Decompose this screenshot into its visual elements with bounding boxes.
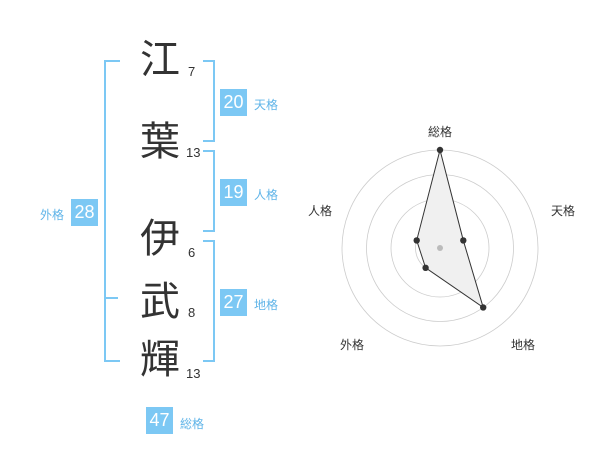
radar-label-jinkaku: 人格 (308, 204, 333, 218)
name-char-4: 武 (140, 279, 180, 325)
jinkaku-label: 人格 (254, 188, 279, 202)
name-char-1: 江 (140, 37, 180, 83)
name-char-5: 輝 (140, 337, 180, 383)
radar-point-4 (422, 264, 429, 272)
stroke-count-1: 7 (188, 64, 196, 79)
jinkaku-bracket (203, 150, 215, 232)
stroke-count-4: 8 (188, 305, 196, 320)
radar-points (413, 146, 487, 311)
chikaku-label: 地格 (254, 298, 279, 312)
radar-polygon (416, 149, 485, 309)
gaikaku-bracket-mid (104, 297, 118, 299)
radar-point-1 (436, 146, 444, 154)
radar-point-2 (460, 237, 467, 244)
gaikaku-label: 外格 (40, 208, 65, 222)
radar-label-chikaku: 地格 (511, 338, 536, 352)
jinkaku-value: 19 (220, 179, 247, 206)
radar-point-3 (480, 304, 487, 311)
tenkaku-value: 20 (220, 89, 247, 116)
stroke-count-5: 13 (186, 366, 201, 381)
stroke-count-3: 6 (188, 245, 196, 260)
radar-point-5 (413, 237, 420, 244)
radar-label-gaikaku: 外格 (340, 338, 365, 352)
gaikaku-value: 28 (71, 199, 98, 226)
radar-label-tenkaku: 天格 (551, 204, 576, 218)
chikaku-value: 27 (220, 289, 247, 316)
tenkaku-bracket (203, 60, 215, 142)
chikaku-bracket (203, 240, 215, 362)
soukaku-value: 47 (146, 407, 173, 434)
radar-label-soukaku: 総格 (428, 125, 453, 139)
name-char-3: 伊 (140, 216, 180, 262)
gaikaku-bracket (104, 60, 120, 362)
stroke-count-2: 13 (186, 145, 201, 160)
tenkaku-label: 天格 (254, 98, 279, 112)
radar-chart (341, 146, 539, 347)
radar-center-dot (437, 245, 443, 251)
soukaku-label: 総格 (180, 417, 205, 431)
name-char-2: 葉 (140, 119, 180, 165)
